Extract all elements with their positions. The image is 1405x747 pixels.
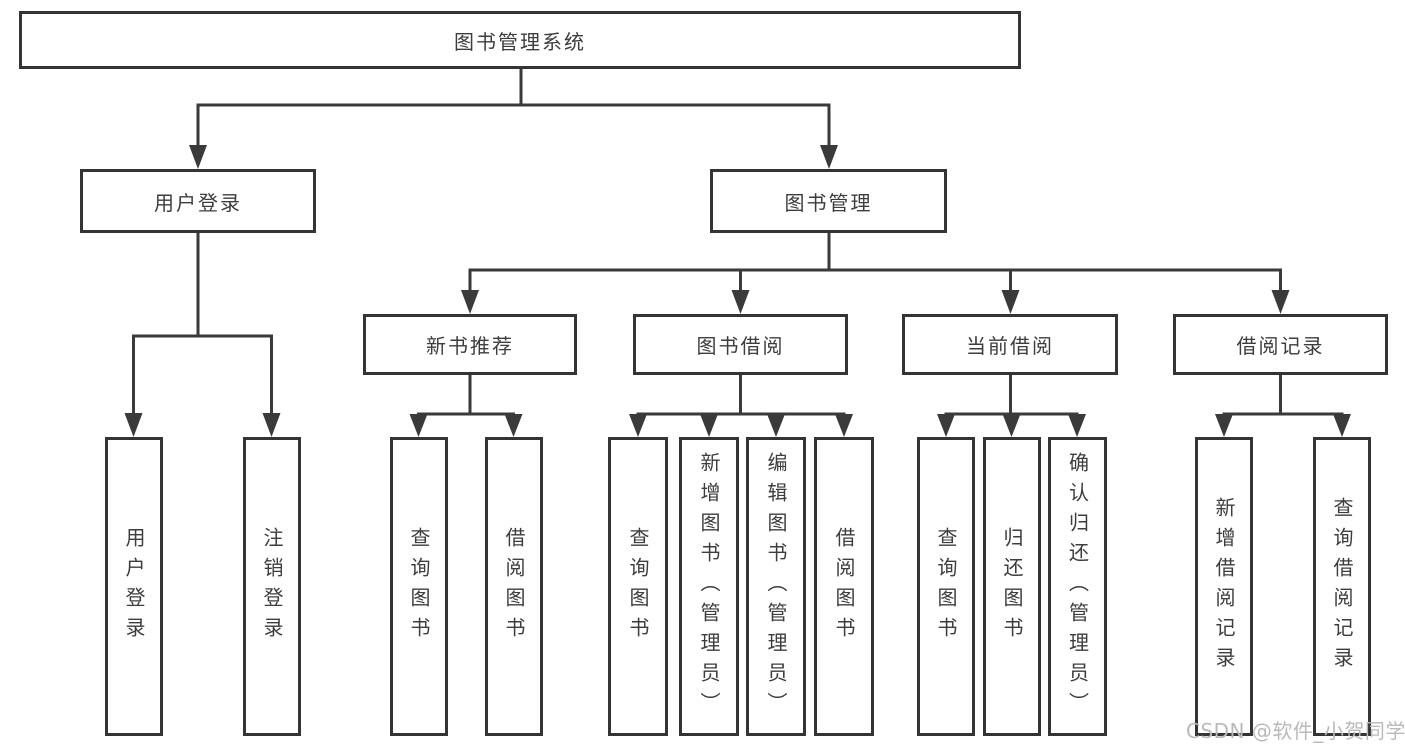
arrowhead (504, 414, 523, 437)
arrowhead (731, 290, 750, 314)
node-label: 查询图书 (934, 526, 958, 647)
arrowhead (409, 414, 428, 437)
node-book-management: 图书管理 (710, 169, 947, 233)
node-label: 借阅图书 (832, 526, 856, 647)
arrowhead (124, 413, 143, 437)
arrowhead (767, 414, 785, 437)
leaf-add-borrow-record: 新增借阅记录 (1195, 437, 1253, 736)
arrowhead (835, 414, 853, 437)
arrowhead (1271, 290, 1290, 314)
leaf-query-book-recommend: 查询图书 (390, 437, 448, 736)
leaf-query-book-borrow: 查询图书 (608, 437, 668, 736)
node-label: 图书借阅 (696, 334, 785, 358)
arrowhead (1001, 290, 1020, 314)
node-label: 当前借阅 (966, 334, 1054, 358)
node-label: 新书推荐 (426, 334, 514, 358)
arrowhead (937, 414, 955, 437)
arrowhead (820, 145, 838, 169)
connector-root (196, 67, 831, 149)
node-borrow-record: 借阅记录 (1173, 314, 1388, 375)
node-label: 编辑图书（管理员） (764, 451, 788, 722)
connector-book-management (468, 231, 1282, 294)
node-label: 查询借阅记录 (1330, 496, 1354, 677)
node-book-borrow: 图书借阅 (633, 314, 848, 375)
node-label: 用户登录 (122, 526, 146, 647)
node-label: 新增图书（管理员） (697, 451, 721, 722)
leaf-return-book: 归还图书 (983, 437, 1041, 736)
arrowhead (700, 414, 718, 437)
connector-user-login (132, 231, 273, 417)
connector-borrow-record (1222, 373, 1344, 416)
arrowhead (262, 413, 281, 437)
arrowhead (1068, 414, 1086, 437)
connector-current-borrow (944, 373, 1079, 418)
arrowhead (629, 414, 647, 437)
leaf-borrow-book: 借阅图书 (814, 437, 874, 736)
arrowhead (189, 145, 207, 169)
node-user-login: 用户登录 (80, 169, 316, 233)
node-new-book-recommend: 新书推荐 (363, 314, 577, 375)
leaf-borrow-book-recommend: 借阅图书 (485, 437, 543, 736)
node-label: 图书管理系统 (454, 29, 586, 54)
node-label: 用户登录 (154, 190, 242, 215)
arrowhead (1333, 414, 1351, 437)
leaf-edit-book-admin: 编辑图书（管理员） (746, 437, 806, 736)
node-label: 图书管理 (784, 190, 873, 215)
leaf-logout-login: 注销登录 (243, 437, 301, 736)
arrowhead (1215, 414, 1233, 437)
connector-new-book-recommend (417, 373, 515, 416)
node-label: 新增借阅记录 (1212, 496, 1236, 677)
node-label: 借阅图书 (502, 526, 526, 647)
leaf-user-login: 用户登录 (105, 437, 163, 736)
node-root-system: 图书管理系统 (19, 11, 1021, 69)
arrowhead (461, 290, 479, 314)
node-label: 归还图书 (1000, 526, 1024, 647)
leaf-add-book-admin: 新增图书（管理员） (679, 437, 739, 736)
connector-book-borrow (636, 373, 846, 418)
node-label: 确认归还（管理员） (1065, 451, 1090, 722)
node-label: 查询图书 (626, 526, 650, 647)
arrowhead (1002, 414, 1021, 437)
leaf-query-borrow-record: 查询借阅记录 (1313, 437, 1371, 736)
csdn-watermark: CSDN @软件_小贺同学 (1186, 719, 1405, 743)
node-label: 借阅记录 (1236, 334, 1325, 358)
node-label: 注销登录 (260, 526, 284, 647)
node-label: 查询图书 (407, 526, 431, 647)
node-current-borrow: 当前借阅 (902, 314, 1118, 375)
leaf-query-book-current: 查询图书 (917, 437, 975, 736)
leaf-confirm-return-admin: 确认归还（管理员） (1048, 437, 1107, 736)
